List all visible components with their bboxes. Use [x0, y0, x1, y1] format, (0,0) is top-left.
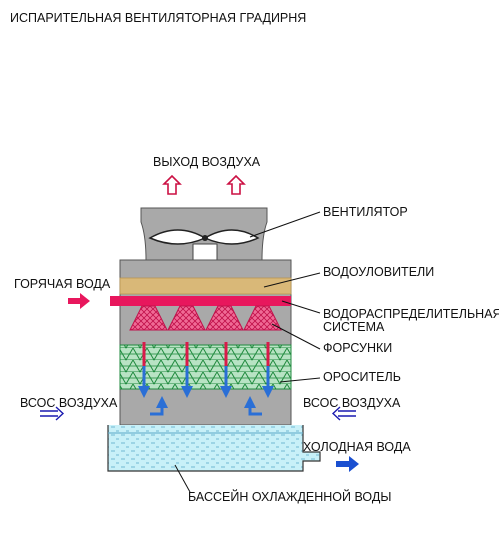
leader-nozzles [271, 323, 321, 350]
label-air-in-left: ВСОС ВОЗДУХА [20, 396, 118, 410]
label-nozzles: ФОРСУНКИ [323, 341, 392, 355]
distribution-pipe [110, 296, 291, 306]
cold-water-arrow-icon [336, 456, 359, 472]
drift-eliminators [119, 277, 292, 295]
nozzles [129, 305, 282, 331]
leader-fill [279, 377, 321, 383]
air-in-left-arrow-icon [40, 406, 65, 421]
label-basin: БАССЕЙН ОХЛАЖДЕННОЙ ВОДЫ [188, 489, 391, 504]
label-air-out: ВЫХОД ВОЗДУХА [153, 155, 261, 169]
leader-basin [174, 464, 191, 493]
water-flow-arrows [138, 342, 274, 398]
label-distribution-2: СИСТЕМА [323, 320, 385, 334]
hot-water-arrow-icon [68, 293, 90, 309]
label-hot-water: ГОРЯЧАЯ ВОДА [14, 277, 111, 291]
nozzle-icon [167, 305, 206, 331]
leader-fan [249, 211, 321, 238]
air-out-arrow-icon [226, 174, 246, 195]
air-flow-arrows [150, 396, 262, 416]
air-out-arrow-icon [162, 174, 182, 195]
label-fan: ВЕНТИЛЯТОР [323, 205, 408, 219]
nozzle-icon [129, 305, 168, 331]
leader-drift [263, 272, 321, 288]
label-fill: ОРОСИТЕЛЬ [323, 370, 401, 384]
diagram-title: ИСПАРИТЕЛЬНАЯ ВЕНТИЛЯТОРНАЯ ГРАДИРНЯ [10, 11, 306, 25]
air-in-right-arrow-icon [331, 406, 356, 421]
nozzle-icon [243, 305, 282, 331]
nozzle-icon [205, 305, 244, 331]
fill-media [119, 344, 292, 390]
label-drift-eliminators: ВОДОУЛОВИТЕЛИ [323, 265, 434, 279]
label-air-in-right: ВСОС ВОЗДУХА [303, 396, 401, 410]
label-distribution-1: ВОДОРАСПРЕДЕЛИТЕЛЬНАЯ [323, 307, 499, 321]
label-cold-water: ХОЛОДНАЯ ВОДА [303, 440, 411, 454]
cold-water-basin [107, 425, 321, 472]
leader-distribution [281, 300, 321, 314]
